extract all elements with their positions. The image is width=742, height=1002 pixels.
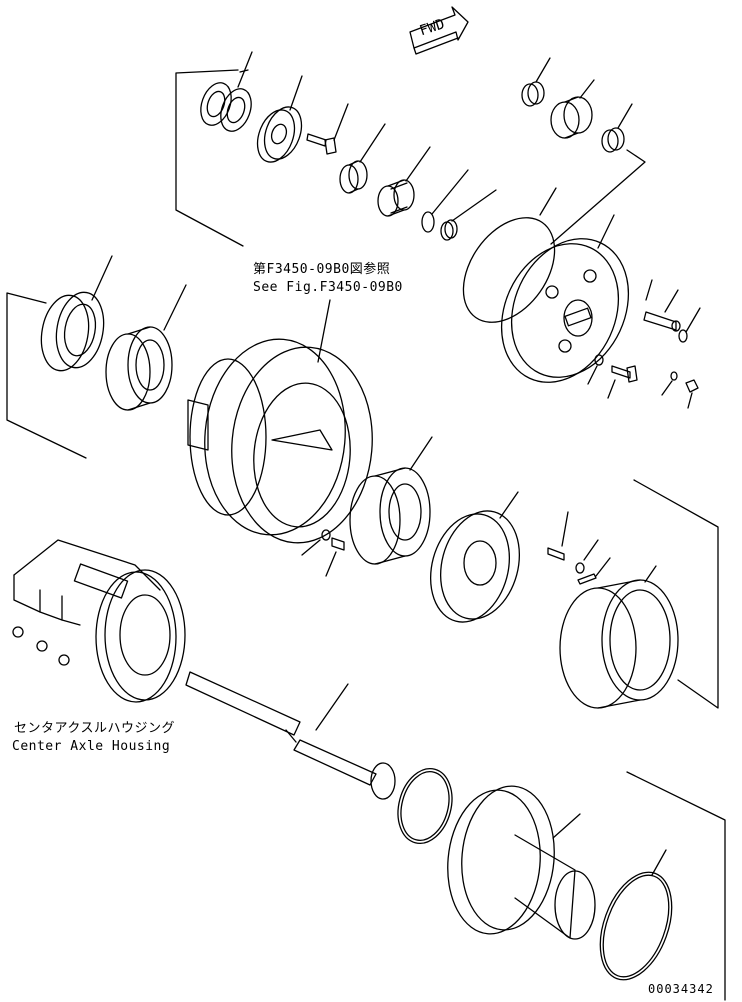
planet-gear-small xyxy=(521,57,551,107)
retainer-plate xyxy=(256,75,303,163)
bracket-upper-right xyxy=(550,149,646,245)
carrier-plug xyxy=(661,371,699,409)
thrust-washer xyxy=(440,189,497,241)
bearing-race xyxy=(339,123,386,194)
bracket-left xyxy=(6,292,87,459)
wheel-hub xyxy=(187,299,373,544)
o-ring-lower xyxy=(397,768,453,844)
carrier-bolt xyxy=(607,365,638,399)
spacer-ring-pair xyxy=(200,51,253,132)
axle-shaft xyxy=(185,671,396,800)
center-axle-housing xyxy=(12,539,186,703)
o-ring-bottom xyxy=(599,849,673,981)
nut-gear xyxy=(601,103,633,153)
carrier-washer xyxy=(587,354,604,385)
bracket-right-middle xyxy=(633,479,719,709)
snap-ring xyxy=(421,169,469,233)
housing-label-en: Center Axle Housing xyxy=(12,739,171,754)
taper-bearing-left xyxy=(105,284,187,411)
bracket-upper-left xyxy=(175,69,244,247)
carrier-pin xyxy=(643,279,681,332)
hub-pin xyxy=(301,529,331,556)
flange-lock-plate xyxy=(577,557,611,585)
seal-ring xyxy=(40,255,113,372)
planet-carrier xyxy=(500,214,630,383)
pin-washer xyxy=(678,307,701,343)
hub-bolt xyxy=(325,537,345,577)
drawing-code: 00034342 xyxy=(648,982,714,996)
flange-carrier xyxy=(429,491,521,623)
output-flange xyxy=(447,785,596,940)
needle-bearing xyxy=(377,146,431,217)
fwd-arrow xyxy=(409,6,469,55)
reference-label-en: See Fig.F3450-09B0 xyxy=(253,280,403,295)
planet-gear-large xyxy=(550,79,595,139)
o-ring-upper xyxy=(462,187,557,323)
ring-gear xyxy=(559,565,679,709)
bracket-bottom-right xyxy=(626,771,726,1001)
taper-bearing-middle xyxy=(349,436,433,565)
housing-label-jp: センタアクスルハウジング xyxy=(14,721,175,736)
reference-label-jp: 第F3450-09B0図参照 xyxy=(253,262,391,277)
flange-washer xyxy=(575,539,599,574)
bolt-top xyxy=(306,103,349,155)
flange-bolt xyxy=(547,511,569,561)
